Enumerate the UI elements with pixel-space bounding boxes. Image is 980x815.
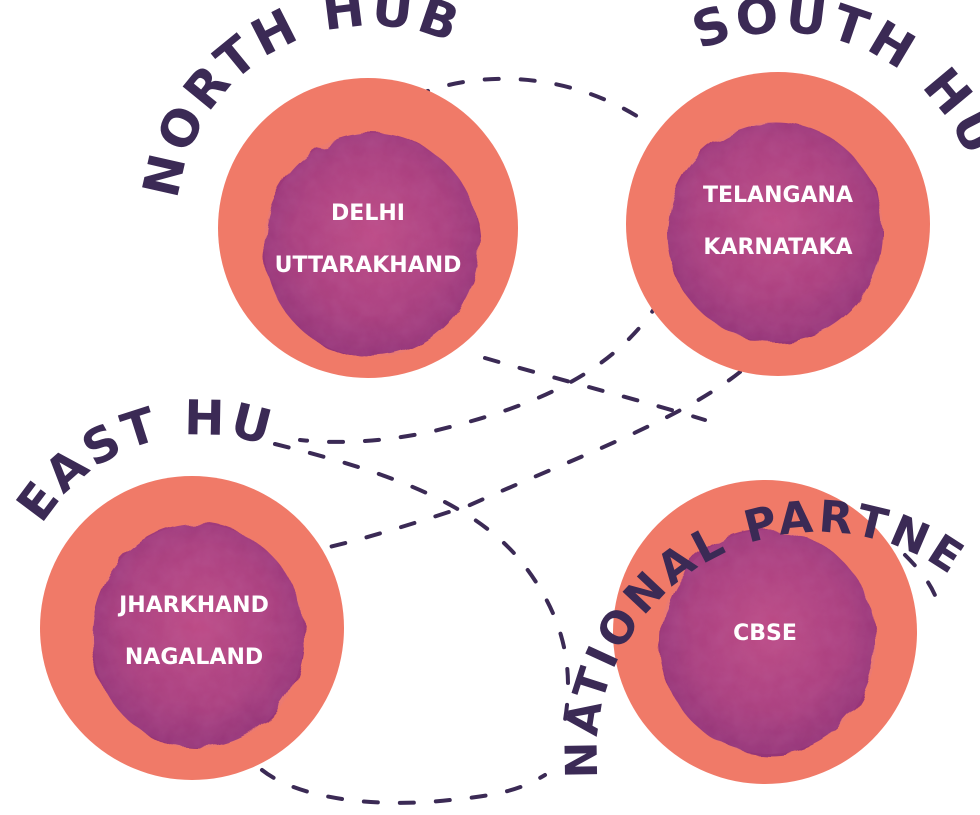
connector-south-national	[323, 370, 742, 550]
east-hub-state-2: NAGALAND	[125, 645, 263, 670]
connector-south-east	[298, 298, 662, 444]
east-hub-state-1: JHARKHAND	[117, 593, 269, 618]
connector-national-right	[903, 553, 942, 612]
connector-north-national	[483, 356, 707, 422]
south-hub-state-1: TELANGANA	[703, 183, 853, 208]
connector-lines	[260, 76, 942, 805]
south-hub-state-2: KARNATAKA	[703, 235, 852, 260]
north-hub-state-2: UTTARAKHAND	[275, 253, 462, 278]
north-hub-blob-texture	[264, 133, 480, 357]
national-hub-blob-texture	[660, 530, 876, 754]
north-hub-state-1: DELHI	[331, 201, 405, 226]
south-hub: SOUTH HUB TELANGANA KARNATAKA	[0, 0, 980, 376]
south-hub-blob-texture	[667, 122, 883, 342]
national-hub-item-1: CBSE	[733, 621, 797, 646]
connector-east-national-lower	[260, 768, 547, 805]
north-hub: NORTH HUB DELHI UTTARAKHAND	[132, 0, 518, 378]
east-hub-blob-texture	[92, 524, 304, 748]
